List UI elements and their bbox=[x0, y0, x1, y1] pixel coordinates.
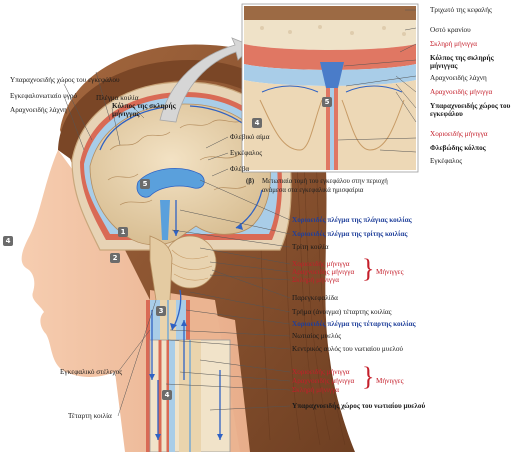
label-brainstem: Εγκεφαλικό στέλεχος bbox=[60, 368, 123, 376]
label-dura-1: Σκληρή μήνιγγα bbox=[292, 276, 340, 284]
inset-caption-line2: ανάμεσα στα εγκεφαλικά ημισφαίρια bbox=[262, 187, 364, 194]
label-dura-inset: Σκληρή μήνιγγα bbox=[430, 40, 478, 48]
label-plexus-ventricle: Πλέγμα κοιλία bbox=[96, 94, 139, 102]
label-fourth-opening: Τρήμα (άνοιγμα) τέταρτης κοιλίας bbox=[292, 308, 392, 316]
leader-lines bbox=[63, 9, 417, 417]
label-dural-sinus-main: Κόλπος της σκληρής μήνιγγας bbox=[112, 102, 176, 118]
label-fourth-ventricle: Τέταρτη κοιλία bbox=[68, 412, 112, 420]
marker-4-spinal: 4 bbox=[162, 390, 172, 400]
meninges-brace-2: } bbox=[362, 362, 375, 391]
coronal-inset bbox=[241, 3, 419, 173]
label-dura-2: Σκληρή μήνιγγα bbox=[292, 386, 340, 394]
label-csf: Εγκεφαλονωτιαίο υγρό bbox=[10, 92, 78, 100]
label-vein: Φλέβα bbox=[230, 165, 250, 173]
label-spinal-cord: Νωτιαίος μυελός bbox=[292, 332, 342, 340]
inset-caption-letter: (β) bbox=[246, 178, 255, 185]
label-arachnoid-villus: Αραχνοειδής λάχνη bbox=[10, 106, 67, 114]
marker-2-main: 2 bbox=[110, 253, 120, 263]
label-choroid-third: Χοριοειδές πλέγμα της τρίτης κοιλίας bbox=[292, 230, 408, 238]
label-arachnoid-2: Αραχνοειδής μήνιγγα bbox=[292, 377, 355, 385]
label-brain-inset: Εγκέφαλος bbox=[430, 157, 463, 165]
inset-caption-line1: Μετωπιαία τομή του εγκεφάλου στην περιοχ… bbox=[262, 178, 388, 185]
meninges-brace-1: } bbox=[362, 254, 375, 283]
label-spinal-subarachnoid: Υπαραχνοειδής χώρος του νωτιαίου μυελού bbox=[292, 402, 426, 410]
label-central-canal: Κεντρικός αυλός του νωτιαίου μυελού bbox=[292, 345, 403, 353]
marker-5-inset: 5 bbox=[322, 97, 332, 107]
marker-1-main: 1 bbox=[118, 227, 128, 237]
label-skull: Οστό κρανίου bbox=[430, 26, 471, 34]
label-venous-sinus-inset: Φλεβώδης κόλπος bbox=[430, 144, 486, 152]
label-scalp: Τριχωτό της κεφαλής bbox=[430, 6, 492, 14]
label-meninges-2: Μήνιγγες bbox=[376, 377, 404, 385]
label-brain-main: Εγκέφαλος bbox=[230, 149, 263, 157]
label-pia-2: Χοριοειδής μήνιγγα bbox=[292, 368, 350, 376]
label-pia-1: Χοριοειδής μήνιγγα bbox=[292, 260, 350, 268]
label-cerebellum: Παρεγκεφαλίδα bbox=[292, 294, 338, 302]
label-subarachnoid-brain: Υπαραχνοειδής χώρος του εγκεφάλου bbox=[10, 76, 120, 84]
lateral-ventricle bbox=[136, 168, 205, 198]
label-arachnoid-villus-inset: Αραχνοειδής λάχνη bbox=[430, 74, 487, 82]
marker-5-main: 5 bbox=[140, 179, 150, 189]
marker-3-main: 3 bbox=[156, 306, 166, 316]
marker-4-inset: 4 bbox=[252, 118, 262, 128]
label-choroid-lateral: Χοριοειδές πλέγμα της πλάγιας κοιλίας bbox=[292, 216, 412, 224]
label-meninges-1: Μήνιγγες bbox=[376, 268, 404, 276]
label-pia-inset: Χοριοειδής μήνιγγα bbox=[430, 130, 488, 138]
label-third-ventricle: Τρίτη κοιλία bbox=[292, 243, 329, 251]
label-arachnoid-inset: Αραχνοειδής μήνιγγα bbox=[430, 88, 493, 96]
label-subarachnoid-inset: Υπαραχνοειδής χώρος του εγκεφάλου bbox=[430, 102, 511, 118]
brain-gyri bbox=[107, 119, 263, 206]
third-ventricle bbox=[160, 200, 170, 240]
label-dural-sinus-inset: Κόλπος της σκληρής μήνιγγας bbox=[430, 54, 494, 70]
label-venous-blood: Φλεβικό αίμα bbox=[230, 133, 270, 141]
marker-4-main: 4 bbox=[3, 236, 13, 246]
label-choroid-fourth: Χοριοειδές πλέγμα της τέταρτης κοιλίας bbox=[292, 320, 416, 328]
label-arachnoid-1: Αραχνοειδής μήνιγγα bbox=[292, 268, 355, 276]
